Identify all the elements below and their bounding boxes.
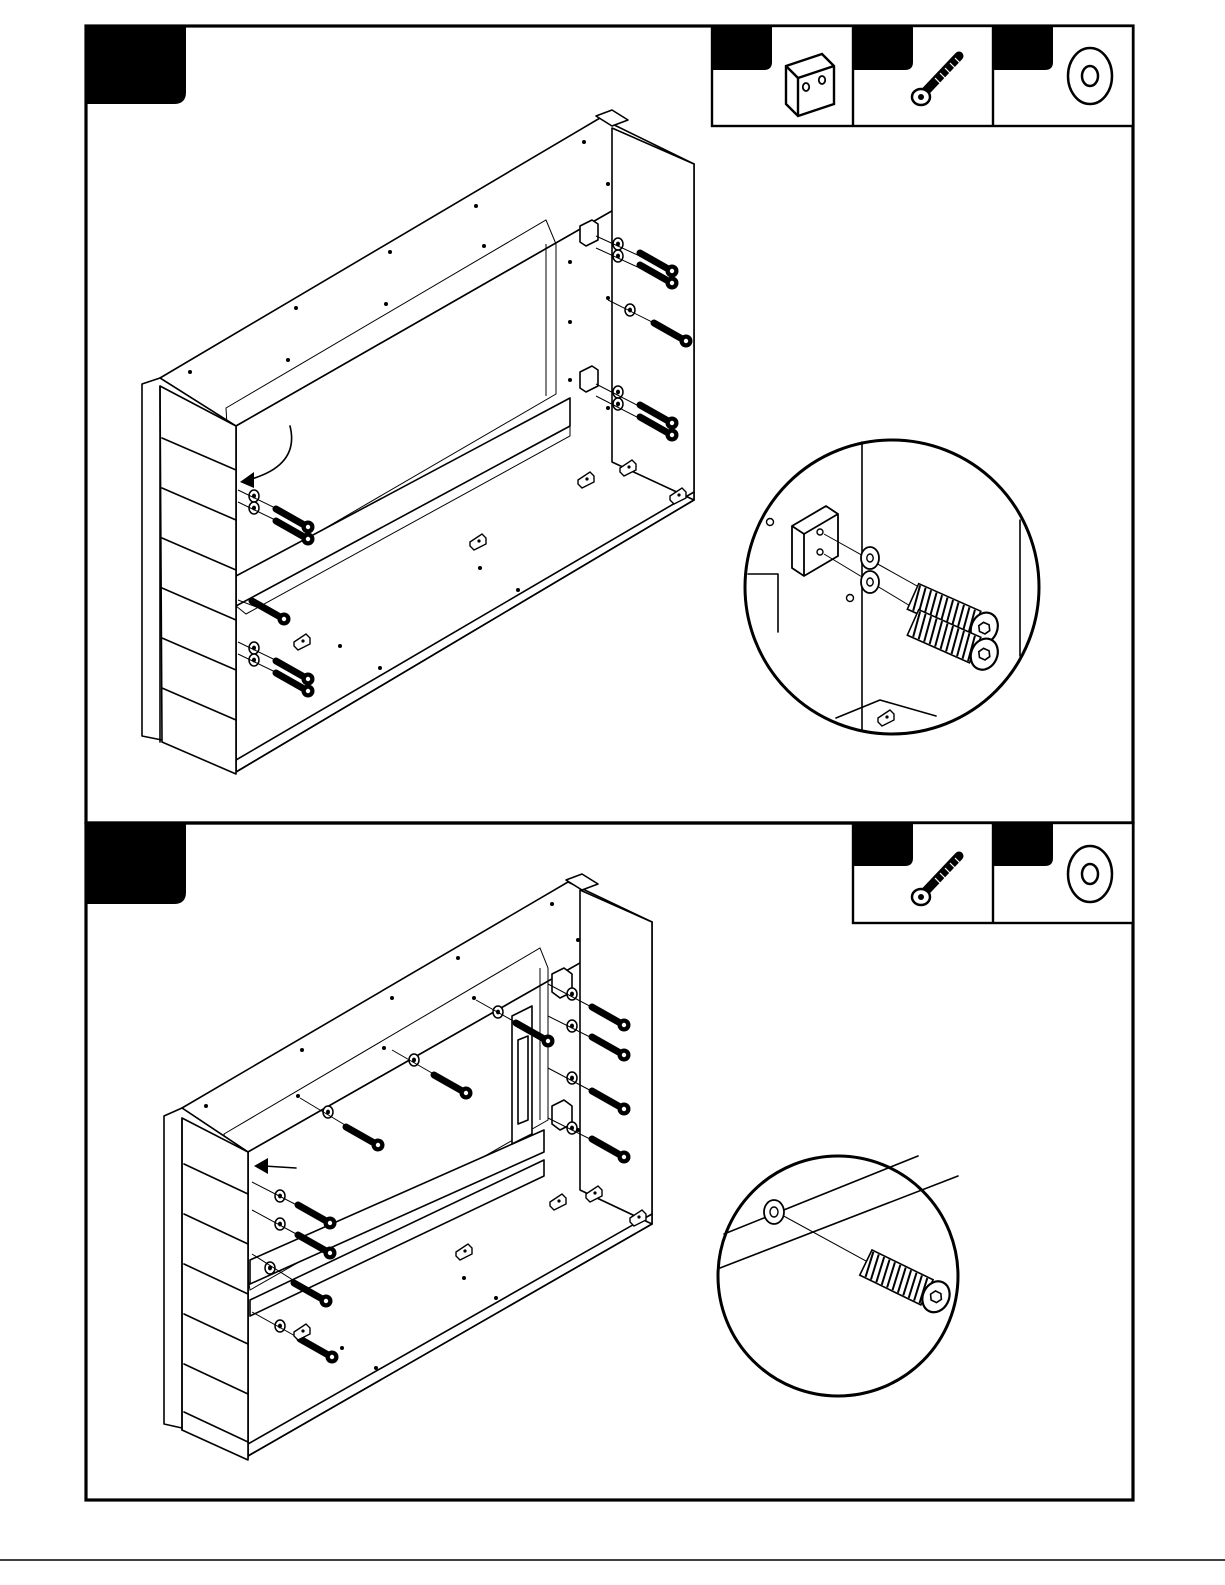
step-2-number-badge (86, 823, 186, 904)
part-tag-4 (853, 823, 913, 866)
washer-icon (1068, 48, 1112, 104)
step-2-detail-view (718, 1156, 958, 1396)
step-1-number-badge (86, 26, 186, 104)
washer-icon (1068, 846, 1112, 902)
step-2-panel (86, 823, 1133, 1500)
part-tag-1 (712, 26, 772, 70)
part-tag-5 (993, 823, 1053, 866)
step-1-detail-view (745, 440, 1039, 734)
cabinet-drawing-step-2 (164, 874, 652, 1460)
step-1-panel (86, 26, 1133, 823)
step-2-parts-box (853, 823, 1133, 923)
step-1-parts-box (712, 26, 1133, 126)
part-tag-3 (993, 26, 1053, 70)
cam-block-icon (786, 54, 834, 116)
part-tag-2 (853, 26, 913, 70)
cabinet-drawing-step-1 (142, 110, 694, 774)
